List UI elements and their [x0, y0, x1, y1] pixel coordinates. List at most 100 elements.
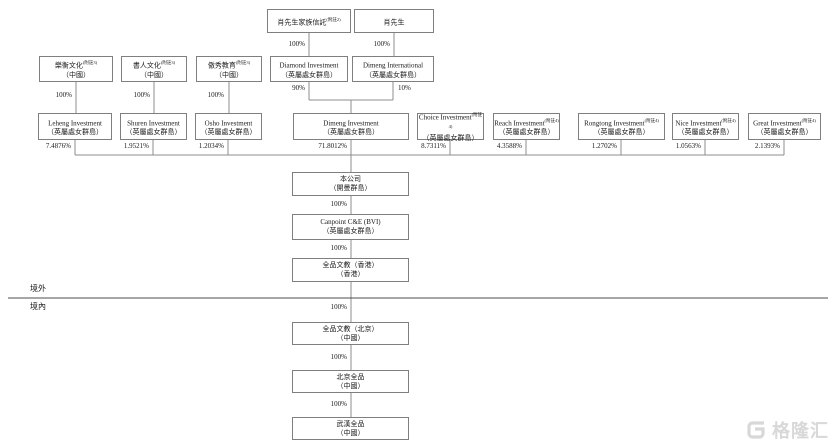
entity-name: 全品文教（香港）: [322, 261, 379, 269]
org-box-mr-xiao: 肖先生: [354, 9, 434, 33]
entity-note: (附註3): [160, 60, 176, 66]
entity-name: Great Investment: [753, 119, 802, 128]
entity-region: （英屬處女群島）: [498, 128, 555, 137]
entity-region: （中國）: [215, 70, 243, 79]
pct-osho-investment: 1.2034%: [198, 142, 224, 150]
entity-region: （中國）: [140, 70, 168, 79]
onshore-label: 境內: [30, 302, 46, 311]
pct-leheng-investment: 7.4876%: [45, 142, 71, 150]
entity-name: 肖先生: [383, 18, 405, 27]
pct-aoxiu-education: 100%: [207, 91, 224, 99]
pct-great-investment: 2.1393%: [754, 142, 780, 150]
org-box-aoxiu-education: 傲秀教育(附註3) （中國）: [196, 56, 262, 82]
org-box-beijing-quanpin: 北京全品 （中國）: [292, 370, 409, 393]
entity-name: Dimeng Investment: [323, 119, 379, 128]
org-box-shuren-investment: Shuren Investment （英屬處女群島）: [120, 113, 187, 140]
org-box-canpoint-ce-bvi: Canpoint C&E (BVI) （英屬處女群島）: [292, 214, 409, 240]
pct-nice-investment: 1.0563%: [675, 142, 701, 150]
pct-shuren-culture: 100%: [133, 91, 150, 99]
org-box-reach-investment: Reach Investment(附註4) （英屬處女群島）: [493, 113, 560, 140]
entity-region: （英屬處女群島）: [677, 128, 734, 137]
entity-region: （中國）: [336, 333, 365, 342]
pct-hk-to-beijing: 100%: [330, 303, 347, 311]
entity-region: （英屬處女群島）: [593, 128, 650, 137]
pct-trust-to-diamond: 100%: [288, 40, 305, 48]
org-box-quanpin-beijing: 全品文教（北京） （中國）: [292, 322, 409, 345]
org-box-leheng-investment: Leheng Investment （英屬處女群島）: [38, 113, 112, 140]
entity-note: (附註3): [235, 60, 251, 66]
entity-note: (附註4): [801, 117, 816, 123]
entity-name: 武漢全品: [336, 419, 365, 428]
entity-region: （中國）: [336, 428, 365, 437]
pct-canpoint-to-hk: 100%: [330, 244, 347, 252]
pct-leheng-culture: 100%: [55, 91, 72, 99]
gelonghui-logo-icon: [747, 421, 765, 439]
pct-shuren-investment: 1.9521%: [123, 142, 149, 150]
entity-region: （中國）: [336, 381, 365, 390]
entity-region: （英屬處女群島）: [200, 128, 257, 137]
org-box-diamond-investment: Diamond Investment （英屬處女群島）: [270, 56, 348, 82]
entity-name: 北京全品: [336, 372, 365, 381]
entity-region: （英屬處女群島）: [47, 128, 103, 137]
entity-region: （英屬處女群島）: [756, 128, 813, 137]
entity-region: （開曼群島）: [329, 184, 372, 192]
org-box-osho-investment: Osho Investment （英屬處女群島）: [195, 113, 262, 140]
entity-note: (附註4): [644, 117, 659, 123]
org-box-nice-investment: Nice Investment(附註4) （英屬處女群島）: [672, 113, 739, 140]
entity-name: Reach Investment: [494, 119, 545, 128]
entity-region: （英屬處女群島）: [281, 70, 337, 79]
org-box-shuren-culture: 書人文化(附註3) （中國）: [121, 56, 187, 82]
org-box-leheng-culture: 樂衡文化(附註3) （中國）: [39, 56, 113, 82]
entity-name: 全品文教（北京）: [322, 324, 379, 333]
org-box-great-investment: Great Investment(附註4) （英屬處女群島）: [748, 113, 821, 140]
entity-region: （中國）: [62, 70, 90, 79]
entity-region: （英屬處女群島）: [322, 227, 379, 235]
offshore-label: 境外: [30, 284, 46, 293]
entity-name: Leheng Investment: [48, 119, 102, 128]
entity-note: (附註4): [544, 117, 559, 123]
org-box-the-company: 本公司 （開曼群島）: [292, 172, 409, 196]
pct-dimeng-investment: 71.8012%: [318, 142, 347, 150]
entity-note: (附註4): [448, 111, 483, 129]
entity-name: Dimeng International: [362, 61, 424, 70]
org-box-wuhan-quanpin: 武漢全品 （中國）: [292, 417, 409, 440]
org-box-xiao-family-trust: 肖先生家族信託(附註2): [267, 9, 351, 33]
entity-name: Diamond Investment: [279, 61, 339, 70]
org-box-dimeng-international: Dimeng International （英屬處女群島）: [352, 56, 434, 82]
entity-name: 書人文化: [132, 61, 161, 70]
pct-diamond-90: 90%: [292, 84, 305, 92]
entity-name: 傲秀教育: [207, 61, 236, 70]
pct-beijing-to-beijing-quanpin: 100%: [330, 353, 347, 361]
entity-region: （英屬處女群島）: [365, 70, 421, 79]
pct-dimeng-intl-10: 10%: [398, 84, 411, 92]
entity-name: Rongtong Investment: [584, 119, 645, 128]
entity-name: 本公司: [340, 175, 361, 183]
pct-company-to-canpoint: 100%: [330, 200, 347, 208]
org-box-rongtong-investment: Rongtong Investment(附註4) （英屬處女群島）: [578, 113, 665, 140]
entity-name: Canpoint C&E (BVI): [320, 218, 381, 226]
entity-name: Choice Investment: [418, 113, 472, 121]
entity-name: 肖先生家族信託: [277, 18, 327, 27]
entity-note: (附註4): [721, 117, 736, 123]
entity-region: （香港）: [336, 270, 365, 278]
entity-region: （英屬處女群島）: [125, 128, 182, 137]
entity-name: Osho Investment: [204, 119, 253, 128]
pct-reach-investment: 4.3588%: [496, 142, 522, 150]
entity-name: Shuren Investment: [127, 119, 180, 128]
org-box-choice-investment: Choice Investment(附註4) （英屬處女群島）: [417, 111, 484, 143]
gelonghui-watermark: 格隆汇: [744, 417, 829, 443]
pct-xiao-to-dimeng-intl: 100%: [373, 40, 390, 48]
org-box-quanpin-hongkong: 全品文教（香港） （香港）: [292, 258, 409, 282]
entity-note: (附註3): [82, 60, 98, 66]
pct-choice-investment: 8.7311%: [421, 142, 446, 150]
pct-rongtong-investment: 1.2702%: [591, 142, 617, 150]
gelonghui-brand-text: 格隆汇: [772, 421, 829, 441]
org-box-dimeng-investment: Dimeng Investment （英屬處女群島）: [293, 113, 409, 140]
entity-region: （英屬處女群島）: [422, 134, 479, 143]
entity-name: Nice Investment: [675, 119, 722, 128]
entity-name: 樂衡文化: [54, 61, 83, 70]
pct-beijing-quanpin-to-wuhan: 100%: [330, 400, 347, 408]
entity-region: （英屬處女群島）: [323, 128, 379, 137]
